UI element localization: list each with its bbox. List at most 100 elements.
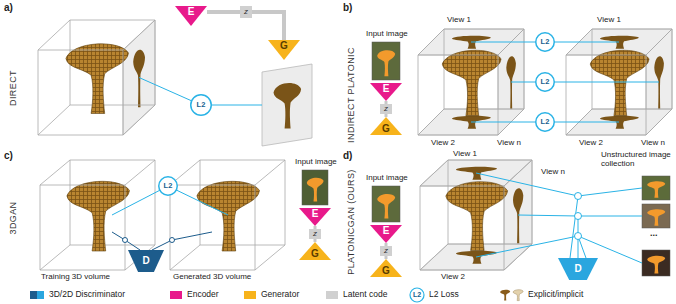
photo-frame (642, 204, 670, 228)
triangle (370, 83, 402, 101)
legend-icon (30, 291, 37, 299)
cube-front-face (170, 185, 255, 270)
encoder-triangle: E (370, 225, 402, 243)
rectangle (309, 229, 321, 239)
view-label: View 2 (440, 273, 466, 282)
circle (536, 113, 555, 132)
circle (536, 73, 555, 92)
node-text: D (142, 256, 149, 266)
legend-text: 3D/2D Discriminator (48, 290, 126, 299)
cube-edge (255, 160, 285, 185)
triangle (370, 259, 402, 277)
cube-edge (255, 245, 285, 270)
circle (159, 177, 178, 196)
node-text: G (280, 41, 288, 51)
legend-text: Generator (260, 290, 300, 299)
photo-frame (372, 42, 400, 80)
l2-loss: L2 (535, 32, 555, 52)
photo-frame (372, 186, 400, 222)
trapezoid (128, 250, 164, 272)
rectangle (380, 246, 392, 256)
triangle (175, 6, 207, 26)
node-text: L2 (197, 101, 206, 109)
input-label: Input image (365, 174, 409, 183)
discriminator: D (128, 250, 164, 272)
latent-code: z (240, 6, 252, 18)
image-plane (262, 64, 312, 146)
generator-triangle: G (370, 259, 402, 277)
cube-edge (40, 245, 70, 270)
generator-triangle: G (370, 117, 402, 135)
photo-mushroom (377, 194, 395, 219)
cube-edge (40, 160, 70, 185)
node-text: z (313, 230, 317, 238)
mushroom-silhouette (274, 83, 302, 129)
node-text: L2 (164, 182, 173, 190)
encoder-triangle: E (370, 83, 402, 101)
cube-edge (123, 105, 155, 135)
mushroom-silhouette (513, 188, 523, 243)
cube-front-face (566, 55, 646, 135)
latent-link (252, 12, 284, 40)
node-text: G (382, 124, 390, 134)
node-text: G (382, 266, 390, 276)
panel-letter: a) (3, 2, 14, 13)
cube-edge (646, 29, 672, 55)
node-text: G (311, 249, 319, 259)
view-label: View 2 (578, 139, 604, 148)
node-text: L2 (541, 118, 550, 126)
view-line (476, 236, 578, 257)
view-line (518, 215, 578, 216)
encoder-triangle: E (175, 6, 207, 26)
voxel-mushroom (197, 181, 260, 251)
junction-circle (123, 238, 128, 243)
voxel-mushroom (590, 50, 649, 116)
method-name: 3DGAN (9, 200, 19, 235)
view-label: View 1 (596, 16, 622, 25)
node-text: z (384, 105, 388, 113)
panel-letter: b) (342, 2, 353, 13)
circle (191, 95, 212, 116)
volume-label: Generated 3D volume (172, 273, 252, 282)
method-name: PLATONICGAN (OURS) (347, 168, 357, 275)
view-label: View 1 (452, 150, 478, 159)
node-text: E (312, 209, 319, 219)
view-label: View n (640, 139, 666, 148)
image-line (578, 216, 642, 217)
illustration-group (30, 20, 672, 302)
junction-circle (575, 213, 582, 220)
node-text: E (383, 84, 390, 94)
mushroom-silhouette (506, 56, 516, 109)
generator-triangle: G (268, 40, 300, 60)
view-label: View n (496, 139, 522, 148)
legend-swatch (326, 291, 338, 299)
latent-code: z (380, 104, 392, 114)
cube-edge (125, 160, 155, 185)
node-text: D (574, 264, 581, 274)
view-label: View n (540, 168, 566, 177)
rectangle (240, 6, 252, 18)
legend-icon (513, 290, 523, 301)
cube-edge (420, 160, 448, 186)
legend-text: Latent code (342, 290, 388, 299)
cube-edge (170, 245, 200, 270)
cube-front-face (418, 55, 498, 135)
legend-text: L2 Loss (428, 290, 460, 299)
cube-edge (646, 109, 672, 135)
view-label: View 1 (446, 16, 472, 25)
cube-front-face (40, 185, 125, 270)
legend-text: Explicit/implicit (527, 290, 584, 299)
l2-loss: L2 (535, 112, 555, 132)
junction-circle (170, 238, 175, 243)
discriminator-line (570, 196, 578, 258)
legend-icon (37, 291, 44, 299)
triangle (299, 242, 331, 260)
latent-link (314, 226, 317, 229)
l2-loss: L2 (535, 72, 555, 92)
legend-icon-text: L2 (413, 291, 421, 299)
junction-circle (575, 193, 582, 200)
cube-front-face (38, 50, 123, 135)
cube-edge (418, 29, 444, 55)
cube-edge (38, 105, 70, 135)
